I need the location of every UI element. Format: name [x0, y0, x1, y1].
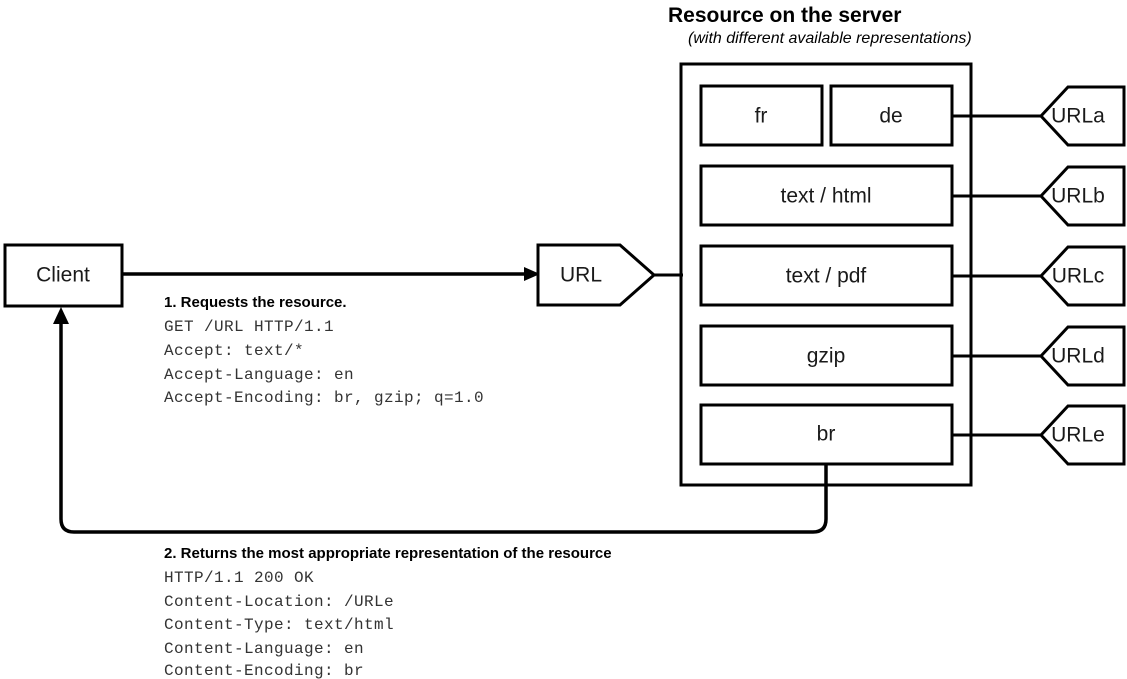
step1-block: 1. Requests the resource. GET /URL HTTP/…	[164, 294, 484, 407]
representation-text-pdf[interactable]: text / pdf	[699, 244, 954, 307]
server-title: Resource on the server	[668, 4, 901, 27]
representation-label: de	[879, 105, 902, 128]
request-url-label: URL	[560, 264, 602, 287]
request-arrowhead-icon	[524, 267, 540, 281]
step1-line: Accept: text/*	[164, 342, 304, 360]
url-node-urla[interactable]: URLa	[1038, 85, 1126, 147]
url-node-urld[interactable]: URLd	[1038, 325, 1126, 387]
representation-br[interactable]: br	[699, 403, 954, 466]
url-node-label: URLc	[1052, 265, 1105, 288]
step2-line: Content-Encoding: br	[164, 662, 364, 679]
step2-line: Content-Type: text/html	[164, 616, 394, 634]
url-node-urlb[interactable]: URLb	[1038, 165, 1126, 227]
representation-label: text / pdf	[786, 265, 867, 288]
client-node[interactable]: Client	[3, 243, 124, 308]
step1-title: 1. Requests the resource.	[164, 294, 347, 311]
step1-line: GET /URL HTTP/1.1	[164, 318, 334, 336]
step2-line: Content-Language: en	[164, 640, 364, 658]
step2-block: 2. Returns the most appropriate represen…	[164, 545, 612, 679]
step2-line: HTTP/1.1 200 OK	[164, 569, 314, 587]
url-node-urlc[interactable]: URLc	[1038, 245, 1126, 307]
client-label: Client	[36, 264, 90, 287]
representation-gzip[interactable]: gzip	[699, 324, 954, 387]
response-arrowhead-icon	[53, 307, 69, 324]
server-subtitle: (with different available representation…	[688, 30, 972, 47]
url-node-label: URLa	[1051, 105, 1105, 128]
representation-label: text / html	[780, 185, 871, 208]
representation-label: br	[817, 423, 836, 446]
step1-line: Accept-Language: en	[164, 366, 354, 384]
url-node-label: URLb	[1051, 185, 1105, 208]
step1-line: Accept-Encoding: br, gzip; q=1.0	[164, 389, 484, 407]
representation-text-html[interactable]: text / html	[699, 164, 954, 227]
url-node-label: URLd	[1051, 345, 1105, 368]
representation-fr[interactable]: fr	[699, 84, 824, 147]
request-url-node[interactable]: URL	[536, 243, 657, 307]
representation-label: gzip	[807, 345, 846, 368]
representation-label: fr	[755, 105, 768, 128]
step2-title: 2. Returns the most appropriate represen…	[164, 545, 612, 562]
representation-de[interactable]: de	[829, 84, 954, 147]
url-node-label: URLe	[1051, 424, 1105, 447]
url-node-urle[interactable]: URLe	[1038, 404, 1126, 466]
step2-line: Content-Location: /URLe	[164, 593, 394, 611]
response-flow-path	[59, 318, 828, 534]
